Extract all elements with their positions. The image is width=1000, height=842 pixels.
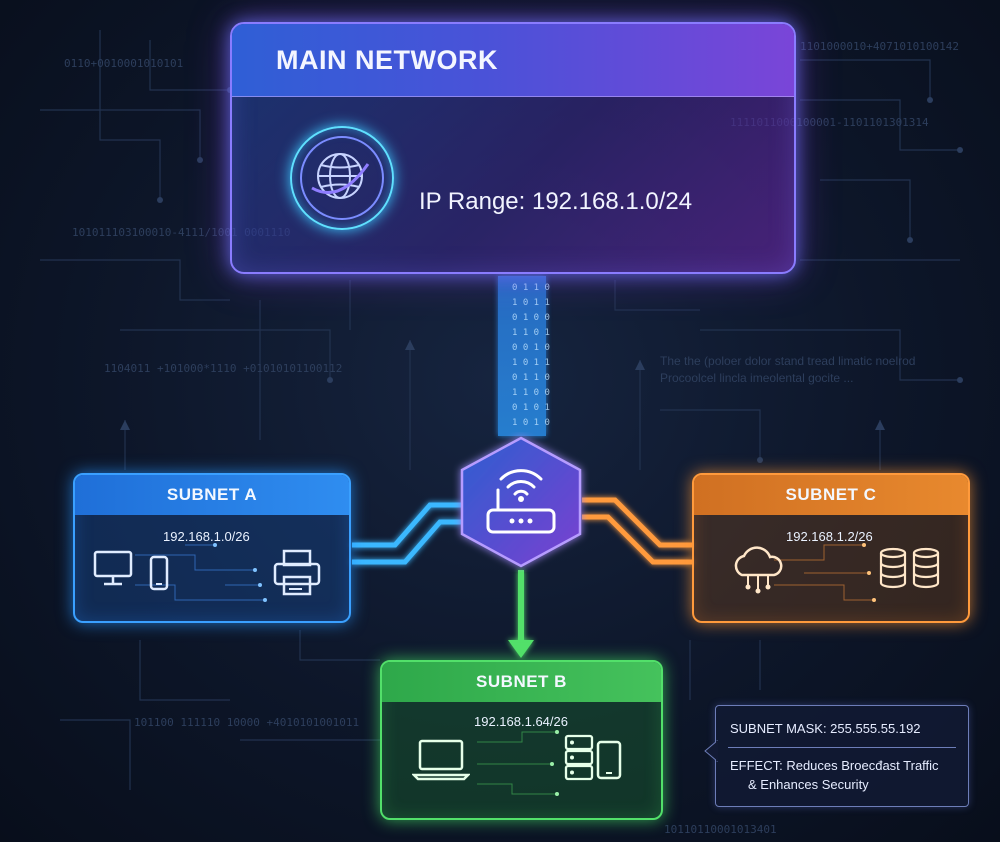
background-binary-text: 101100 111110 10000 +4010101001011 [134, 716, 360, 729]
svg-text:0 0 1 0: 0 0 1 0 [512, 343, 550, 353]
subnet-a-title: SUBNET A [75, 475, 349, 515]
cloud-icon [734, 546, 783, 594]
database-icon [879, 547, 940, 589]
subnet-c-ip: 192.168.1.2/26 [786, 529, 873, 544]
background-caption-text: The the (poloer dolor stand tread limati… [660, 354, 916, 368]
server-icon [564, 734, 594, 781]
effect-line-2: & Enhances Security [748, 777, 869, 792]
effect-text: EFFECT: Reduces Broecđast Traffic & Enha… [730, 756, 939, 794]
svg-text:1 1 0 1: 1 1 0 1 [512, 328, 550, 338]
monitor-icon [93, 550, 133, 586]
info-divider [728, 747, 956, 748]
effect-line-1: EFFECT: Reduces Broecđast Traffic [730, 758, 939, 773]
main-network-title: MAIN NETWORK [276, 44, 498, 75]
wifi-router-icon[interactable] [452, 432, 590, 572]
background-binary-text: 10110110001013401 [664, 823, 777, 836]
subnet-b-title: SUBNET B [382, 662, 661, 702]
svg-text:1 1 0 0: 1 1 0 0 [512, 388, 550, 398]
main-network-header: MAIN NETWORK [232, 24, 794, 97]
subnet-b-ip: 192.168.1.64/26 [474, 714, 568, 729]
main-network-ip-range: IP Range: 192.168.1.0/24 [419, 188, 693, 215]
subnet-c-title: SUBNET C [694, 475, 968, 515]
svg-text:0 1 0 0: 0 1 0 0 [512, 313, 550, 323]
subnet-c-box[interactable]: SUBNET C 192.168.1.2/26 [692, 473, 970, 623]
background-binary-text: 1104011 +101000*1110 +01010101100112 [104, 362, 343, 375]
svg-text:0 1 0 1: 0 1 0 1 [512, 403, 550, 413]
tablet-icon [596, 740, 622, 780]
subnet-b-box[interactable]: SUBNET B 192.168.1.64/26 [380, 660, 663, 820]
subnet-a-ip: 192.168.1.0/26 [163, 529, 250, 544]
subnet-a-traces [135, 543, 267, 602]
phone-icon [149, 555, 169, 591]
background-binary-text: 1101000010+4071010100142 [800, 40, 959, 53]
subnet-mask-text: SUBNET MASK: 255.555.55.192 [730, 721, 921, 736]
subnet-mask-info-box: SUBNET MASK: 255.555.55.192 EFFECT: Redu… [704, 705, 969, 807]
subnet-b-traces [477, 730, 559, 796]
subnet-a-box[interactable]: SUBNET A 192.168.1.0/26 [73, 473, 351, 623]
laptop-icon [412, 739, 470, 781]
svg-text:1 0 1 1: 1 0 1 1 [512, 358, 550, 368]
printer-icon [273, 549, 321, 596]
svg-text:0 1 1 0: 0 1 1 0 [512, 373, 550, 383]
callout-pointer [704, 740, 718, 762]
background-caption-text: Procoolcel lincla imeolental gocite ... [660, 371, 854, 385]
svg-text:1 0 1 0: 1 0 1 0 [512, 418, 550, 428]
main-network-box[interactable]: MAIN NETWORK IP Range: 192.168.1.0/24 [230, 22, 796, 274]
svg-text:0 1 1 0: 0 1 1 0 [512, 283, 550, 293]
subnet-c-traces [774, 543, 876, 602]
svg-text:1 0 1 1: 1 0 1 1 [512, 298, 550, 308]
globe-icon [290, 126, 394, 230]
background-binary-text: 0110+0010001010101 [64, 57, 184, 70]
